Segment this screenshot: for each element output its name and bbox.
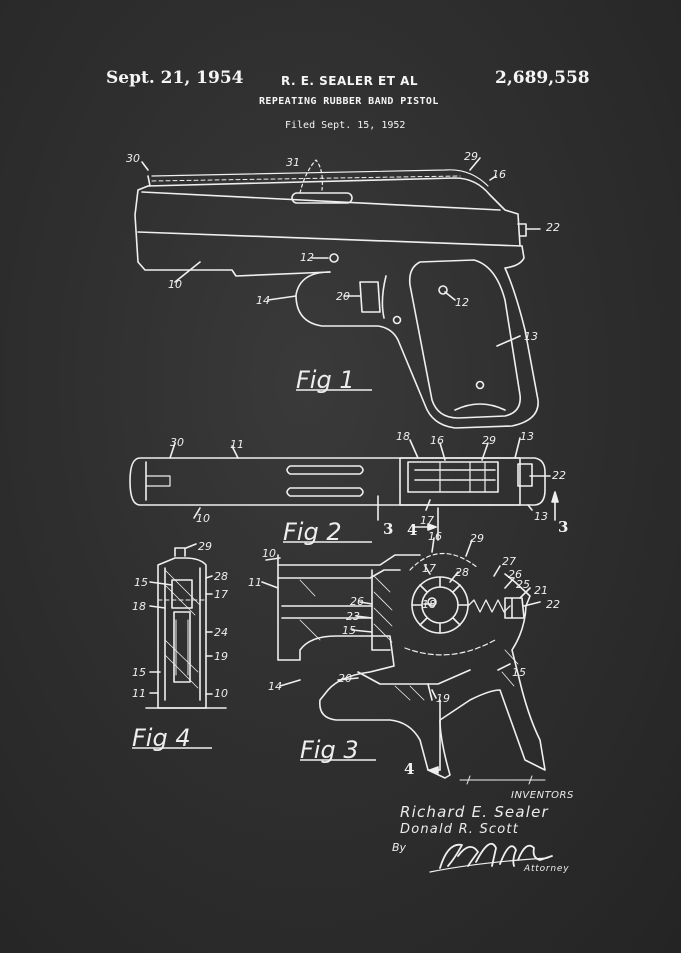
ref-18b: 18 [132, 600, 146, 613]
ref-13: 13 [524, 330, 538, 343]
ref-14: 14 [256, 294, 270, 307]
section-3-left: 3 [383, 520, 393, 538]
section-3-right: 3 [558, 518, 568, 536]
fig1-pistol-side-view [134, 157, 541, 429]
ref-25: 25 [516, 578, 530, 591]
ref-23: 23 [346, 610, 360, 623]
ref-14b: 14 [268, 680, 282, 693]
ref-10b: 10 [196, 512, 210, 525]
ref-29d: 29 [470, 532, 484, 545]
ref-24: 24 [214, 626, 228, 639]
ref-29c: 29 [198, 540, 212, 553]
ref-20: 20 [336, 290, 350, 303]
ref-18: 18 [396, 430, 410, 443]
ref-19b: 19 [436, 692, 450, 705]
ref-26: 26 [508, 568, 522, 581]
section-4-top: 4 [407, 521, 417, 539]
fig2-pistol-top-view [129, 437, 559, 541]
ref-12b: 12 [455, 296, 469, 309]
ref-11: 11 [230, 438, 244, 451]
ref-17c: 17 [422, 562, 436, 575]
ref-18c: 18 [422, 598, 436, 611]
ref-28b: 28 [455, 566, 469, 579]
attorney-label: Attorney [524, 864, 570, 874]
ref-21: 21 [534, 584, 548, 597]
ref-10d: 10 [262, 547, 276, 560]
ref-13c: 13 [534, 510, 548, 523]
inventor-1-name: Richard E. Sealer [400, 803, 549, 821]
ref-29b: 29 [482, 434, 496, 447]
ref-13b: 13 [520, 430, 534, 443]
patent-date: Sept. 21, 1954 [106, 68, 244, 88]
ref-15: 15 [134, 576, 148, 589]
ref-16b: 16 [430, 434, 444, 447]
inventor-2-name: Donald R. Scott [400, 822, 520, 837]
ref-10: 10 [168, 278, 182, 291]
ref-15c: 15 [342, 624, 356, 637]
ref-20b: 20 [338, 672, 352, 685]
ref-11b: 11 [132, 687, 146, 700]
ref-10c: 10 [214, 687, 228, 700]
ref-28: 28 [214, 570, 228, 583]
ref-29: 29 [464, 150, 478, 163]
ref-17b: 17 [214, 588, 228, 601]
ref-16c: 16 [428, 530, 442, 543]
ref-22: 22 [546, 221, 560, 234]
patent-title: REPEATING RUBBER BAND PISTOL [259, 96, 439, 107]
patent-number: 2,689,558 [495, 68, 590, 88]
ref-15d: 15 [512, 666, 526, 679]
section-4-bottom: 4 [404, 760, 414, 778]
inventors-header: R. E. SEALER ET AL [281, 74, 419, 88]
ref-31: 31 [286, 156, 300, 169]
attorney-signature [429, 842, 553, 873]
filed-date: Filed Sept. 15, 1952 [285, 120, 406, 131]
ref-27: 27 [502, 555, 516, 568]
ref-17: 17 [420, 514, 434, 527]
by-label: By [392, 841, 407, 854]
ref-12: 12 [300, 251, 314, 264]
ref-26b: 26 [350, 595, 364, 608]
fig4-cross-section [145, 543, 227, 709]
ref-15b: 15 [132, 666, 146, 679]
ref-19: 19 [214, 650, 228, 663]
ref-22c: 22 [546, 598, 560, 611]
inventors-heading: INVENTORS [511, 790, 574, 801]
ref-30: 30 [126, 152, 140, 165]
fig3-longitudinal-section [261, 537, 546, 785]
ref-11c: 11 [248, 576, 262, 589]
ref-16: 16 [492, 168, 506, 181]
ref-22b: 22 [552, 469, 566, 482]
ref-30b: 30 [170, 436, 184, 449]
